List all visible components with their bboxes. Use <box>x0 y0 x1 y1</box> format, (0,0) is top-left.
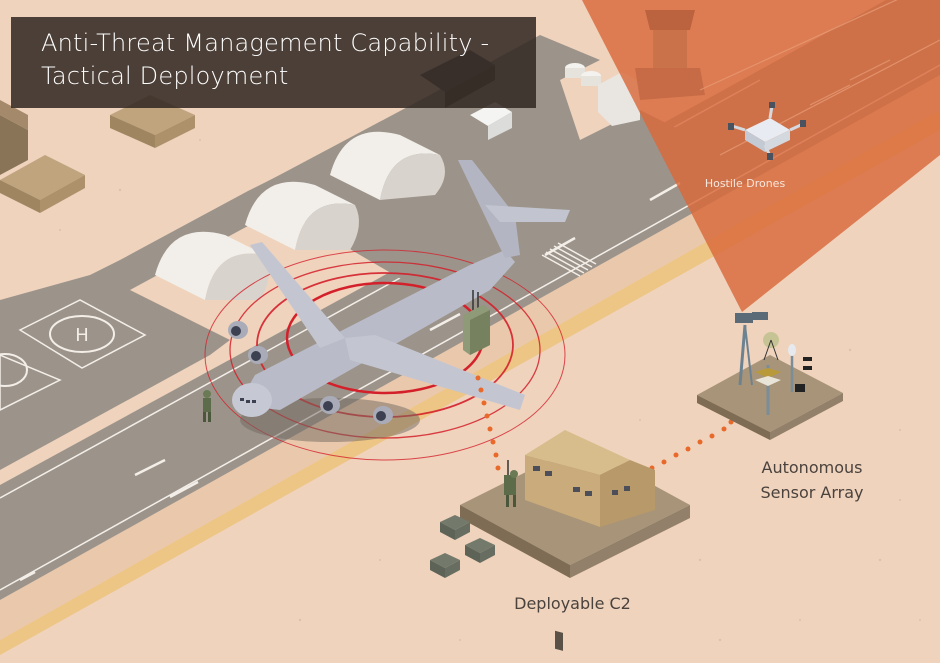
hangar-2 <box>245 181 359 250</box>
deployable-c2-label: Deployable C2 <box>514 594 631 613</box>
cockpit-windows <box>240 398 256 403</box>
title-line-1: Anti-Threat Management Capability - <box>41 29 490 57</box>
hangar-3 <box>330 131 445 200</box>
sensor-array-label: Autonomous Sensor Array <box>742 455 882 505</box>
title-banner: Anti-Threat Management Capability - Tact… <box>11 17 536 108</box>
jammer-unit <box>463 290 490 355</box>
soldier-spotter <box>203 390 211 422</box>
sensor-array-label-line-2: Sensor Array <box>760 483 864 502</box>
aircraft-shadow <box>240 398 420 442</box>
equipment-cases <box>430 515 495 578</box>
helipad-2 <box>0 353 62 411</box>
svg-text:H: H <box>75 325 89 346</box>
hostile-drones-label: Hostile Drones <box>704 177 786 190</box>
apron <box>0 150 360 470</box>
storage-building <box>0 100 28 175</box>
sensor-mast-array <box>735 312 812 415</box>
engine-intake <box>231 326 386 421</box>
command-tent <box>525 430 655 651</box>
sensor-platform <box>697 355 843 440</box>
soldier-radio <box>504 460 518 507</box>
hostile-drone-icon <box>728 102 806 160</box>
sensor-array-label-line-1: Autonomous <box>761 458 863 477</box>
runway-centerline-dashes <box>19 181 681 582</box>
helipad-1: H <box>18 299 147 369</box>
control-tower <box>635 10 705 100</box>
runway-threshold-marks <box>541 242 597 277</box>
data-link-dotted-lines <box>475 375 734 471</box>
title-line-2: Tactical Deployment <box>41 62 289 90</box>
cargo-aircraft <box>228 160 570 424</box>
hangar-1 <box>155 231 269 300</box>
